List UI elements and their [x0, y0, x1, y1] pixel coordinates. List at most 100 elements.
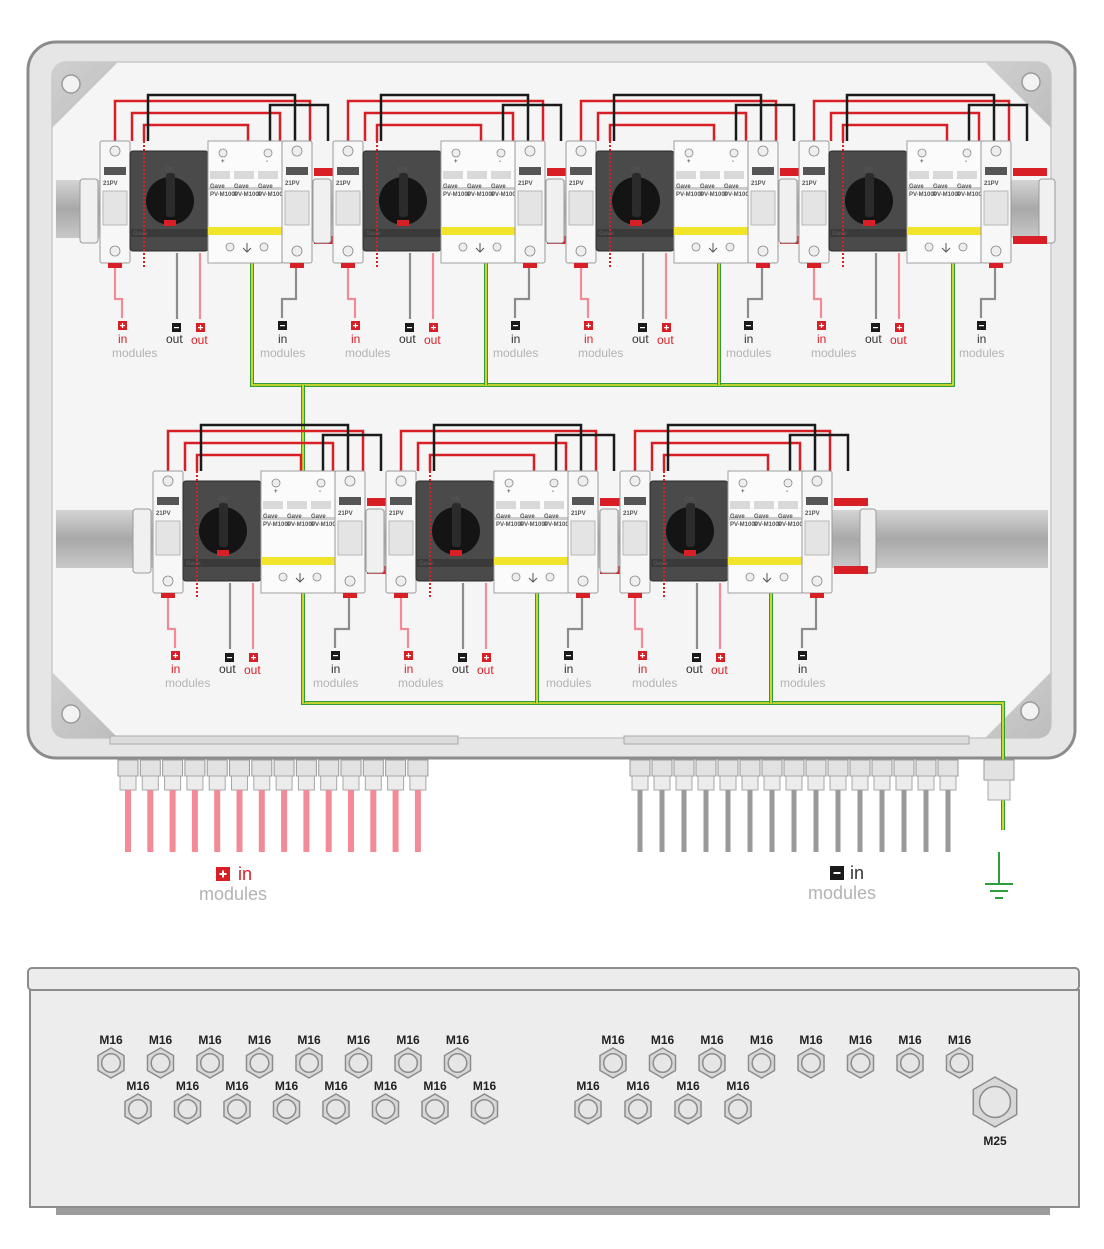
terminal-screw-icon: [729, 148, 739, 158]
terminal-screw-icon: [458, 242, 468, 252]
plus-in-label: in: [171, 662, 180, 676]
corner-screw-tr: [985, 62, 1051, 128]
cable-gland-plus: [385, 759, 407, 791]
fuse-rating-mark: 21PV: [103, 181, 118, 187]
gland-m16: M16: [196, 1033, 224, 1079]
spd-minus-mark: -: [786, 489, 788, 495]
minus-out-label: out: [686, 662, 703, 676]
terminal-screw-icon: [162, 475, 174, 487]
terminal-screw-icon: [725, 242, 735, 252]
spd-plus-mark: +: [687, 159, 691, 165]
cable-gland-plus: [362, 759, 384, 791]
spd-brand-mark: Gave: [730, 514, 745, 520]
terminal-screw-icon: [511, 572, 521, 582]
plus-in-label: in: [351, 332, 360, 346]
modules-label: modules: [260, 346, 305, 360]
earth-cable-gland: [983, 759, 1015, 801]
gland-m16: M16: [223, 1079, 251, 1125]
gland-size-label: M16: [473, 1079, 497, 1093]
terminal-screw-icon: [811, 575, 823, 587]
modules-label: modules: [811, 346, 856, 360]
terminal-strip-right: [623, 735, 970, 745]
plus-in-label: in: [638, 662, 647, 676]
external-cables: [109, 735, 1015, 899]
spd-plus-mark: +: [920, 159, 924, 165]
terminal-screw-icon: [395, 475, 407, 487]
spd-brand-mark: Gave: [311, 514, 326, 520]
plus-modules-label: modules: [199, 884, 267, 904]
positive-wire: [113, 99, 312, 141]
gland-size-label: M16: [396, 1033, 420, 1047]
gland-m16: M16: [421, 1079, 449, 1125]
spd-model-mark: PV-M1000: [700, 192, 729, 198]
minus-in-label: in: [850, 863, 864, 883]
cable-gland-plus: [184, 759, 206, 791]
minus-in-label: in: [511, 332, 520, 346]
cable-gland-minus: [937, 759, 959, 791]
gland-m16: M16: [896, 1033, 924, 1079]
cable-gland-minus: [651, 759, 673, 791]
spd-model-mark: PV-M1000: [443, 192, 472, 198]
positive-wire: [633, 429, 832, 471]
gland-m16: M16: [574, 1079, 602, 1125]
spd-plus-mark: +: [221, 159, 225, 165]
terminal-screw-icon: [496, 148, 506, 158]
cable-gland-minus: [739, 759, 761, 791]
terminal-screw-icon: [545, 572, 555, 582]
spd-brand-mark: Gave: [234, 184, 249, 190]
earth-arrow-icon: [762, 573, 772, 583]
terminal-screw-icon: [783, 478, 793, 488]
earth-arrow-icon: [295, 573, 305, 583]
fuse-holder-left: 21PV: [619, 470, 651, 598]
terminal-screw-icon: [738, 478, 748, 488]
spd-brand-mark: Gave: [263, 514, 278, 520]
spd-model-mark: PV-M1000: [544, 522, 573, 528]
gland-size-label: M16: [446, 1033, 470, 1047]
terminal-screw-icon: [629, 575, 641, 587]
cable-gland-plus: [273, 759, 295, 791]
fuse-rating-mark: 21PV: [518, 181, 533, 187]
modules-label: modules: [345, 346, 390, 360]
terminal-screw-icon: [291, 245, 303, 257]
cable-gland-minus: [871, 759, 893, 791]
cable-gland-minus: [761, 759, 783, 791]
terminal-screw-icon: [395, 575, 407, 587]
terminal-screw-icon: [958, 242, 968, 252]
fuse-rating-mark: 21PV: [623, 511, 638, 517]
negative-wire: [146, 93, 297, 141]
spd-model-mark: PV-M1000: [287, 522, 316, 528]
spd-model-mark: PV-M1000: [957, 192, 986, 198]
spd-brand-mark: Gave: [520, 514, 535, 520]
gland-size-label: M16: [601, 1033, 625, 1047]
gland-m16: M16: [747, 1033, 776, 1079]
terminal-screw-icon: [291, 145, 303, 157]
gland-size-label: M16: [676, 1079, 700, 1093]
terminal-screw-icon: [342, 145, 354, 157]
cable-gland-minus: [849, 759, 871, 791]
gland-size-label: M25: [983, 1134, 1007, 1148]
gland-size-label: M16: [176, 1079, 200, 1093]
gland-m16: M16: [295, 1033, 323, 1079]
spd-minus-mark: -: [965, 159, 967, 165]
switch-on-mark: ON: [165, 167, 174, 173]
spd-brand-mark: Gave: [909, 184, 924, 190]
protection-module-4: 21PVONGave+-GavePV-M1000GavePV-M1000Gave…: [778, 93, 1056, 360]
cable-gland-plus: [139, 759, 161, 791]
terminal-screw-icon: [342, 245, 354, 257]
earth-arrow-icon: [528, 573, 538, 583]
fuse-holder-right: 21PV: [567, 470, 599, 598]
gland-size-label: M16: [576, 1079, 600, 1093]
gland-m16: M16: [344, 1033, 373, 1079]
cable-gland-minus: [629, 759, 651, 791]
terminal-screw-icon: [316, 478, 326, 488]
cable-gland-minus: [783, 759, 805, 791]
earth-arrow-icon: [475, 243, 485, 253]
minus-in-legend: in modules: [808, 863, 876, 903]
terminal-screw-icon: [757, 145, 769, 157]
